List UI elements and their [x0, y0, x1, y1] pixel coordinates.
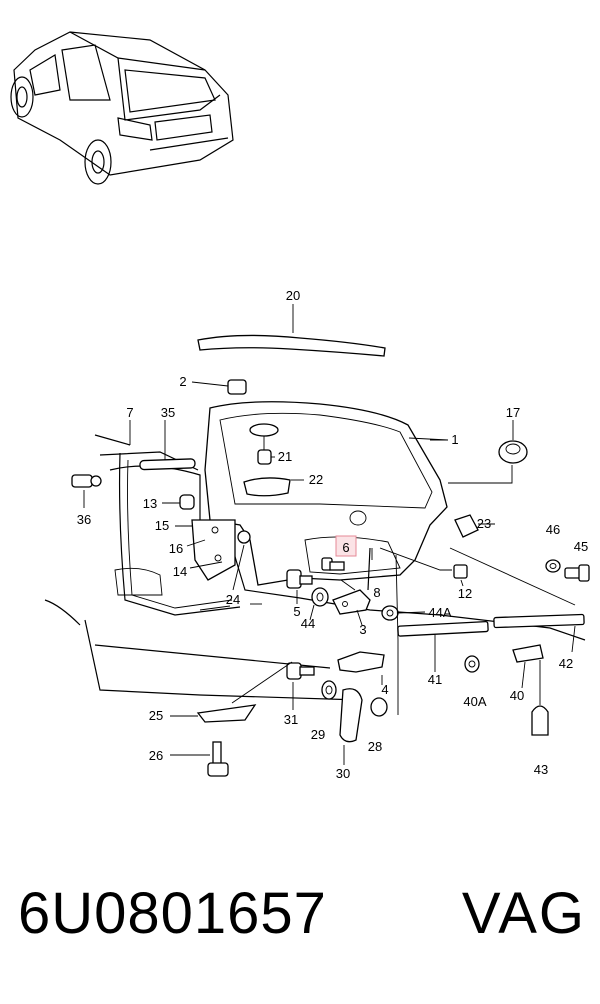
- part-28-cap: [370, 554, 399, 717]
- part-24-cap: [232, 530, 251, 591]
- callout-13: 13: [143, 496, 157, 511]
- brand-name: VAG: [461, 881, 586, 946]
- part-43-bulb: [531, 705, 549, 736]
- part-44-washer: [311, 587, 329, 607]
- callout-40: 40: [510, 688, 524, 703]
- callout-22: 22: [309, 472, 323, 487]
- callout-23: 23: [477, 516, 491, 531]
- callout-44a: 44A: [428, 605, 451, 620]
- part-25-light: [170, 661, 293, 723]
- part-26-bolt: [170, 741, 229, 777]
- car-thumbnail: [10, 31, 234, 185]
- callout-26: 26: [149, 748, 163, 763]
- callout-25: 25: [149, 708, 163, 723]
- part-number: 6U0801657: [18, 881, 327, 946]
- callout-46: 46: [546, 522, 560, 537]
- part-4-striker: [337, 651, 385, 685]
- callout-42: 42: [559, 656, 573, 671]
- part-6-bolt: [321, 535, 357, 571]
- callout-44: 44: [301, 616, 315, 631]
- part-44a-washer: [381, 605, 426, 621]
- callout-5: 5: [293, 604, 300, 619]
- callout-14: 14: [173, 564, 187, 579]
- part-40a-washer: [464, 655, 480, 673]
- part-13-buffer: [162, 494, 195, 510]
- callout-8: 8: [373, 585, 380, 600]
- callout-4: 4: [381, 682, 388, 697]
- part-46-washer: [545, 559, 561, 573]
- part-21-bolt: [249, 423, 279, 465]
- part-31-bolt: [286, 662, 315, 710]
- part-36-bolt: [71, 474, 102, 508]
- part-29-washer: [321, 680, 337, 700]
- leader-lines: [296, 439, 464, 621]
- callout-43: 43: [534, 762, 548, 777]
- callout-28: 28: [368, 739, 382, 754]
- callout-24: 24: [226, 592, 240, 607]
- part-14-hinge: [175, 519, 236, 581]
- callout-20: 20: [286, 288, 300, 303]
- part-5-bolt: [286, 569, 313, 589]
- callout-6: 6: [342, 540, 349, 555]
- part-1-tailgate: [204, 401, 449, 586]
- part-35-gas-strut: [139, 420, 196, 471]
- part-45-screw: [564, 564, 590, 582]
- callout-15: 15: [155, 518, 169, 533]
- callout-30: 30: [336, 766, 350, 781]
- callout-3: 3: [359, 622, 366, 637]
- part-40-bracket: [512, 644, 544, 705]
- callout-12: 12: [458, 586, 472, 601]
- part-23-bump-stop: [454, 514, 495, 538]
- footer: 6U0801657 VAG: [0, 880, 600, 970]
- callout-40a: 40A: [463, 694, 486, 709]
- callout-7: 7: [126, 405, 133, 420]
- part-42-strip: [449, 547, 585, 653]
- part-12-clip: [379, 547, 468, 579]
- callout-29: 29: [311, 727, 325, 742]
- callout-35: 35: [161, 405, 175, 420]
- callout-31: 31: [284, 712, 298, 727]
- callout-17: 17: [506, 405, 520, 420]
- callout-21: 21: [278, 449, 292, 464]
- part-41-strip: [397, 620, 489, 672]
- part-17-grommet: [448, 420, 528, 484]
- callout-45: 45: [574, 539, 588, 554]
- callout-16: 16: [169, 541, 183, 556]
- part-22-cover: [243, 477, 304, 497]
- callout-41: 41: [428, 672, 442, 687]
- part-2-clip: [191, 379, 247, 395]
- part-3-lock: [332, 589, 371, 626]
- part-30-handle: [339, 688, 363, 765]
- callout-1: 1: [451, 432, 458, 447]
- callout-2: 2: [179, 374, 186, 389]
- exploded-parts-diagram: 20 2 7 35 1 17 21 22 36 13 15 16 14 24 2…: [10, 31, 590, 781]
- part-20-trim-strip: [197, 304, 386, 357]
- callout-36: 36: [77, 512, 91, 527]
- part-8-rod: [367, 547, 373, 591]
